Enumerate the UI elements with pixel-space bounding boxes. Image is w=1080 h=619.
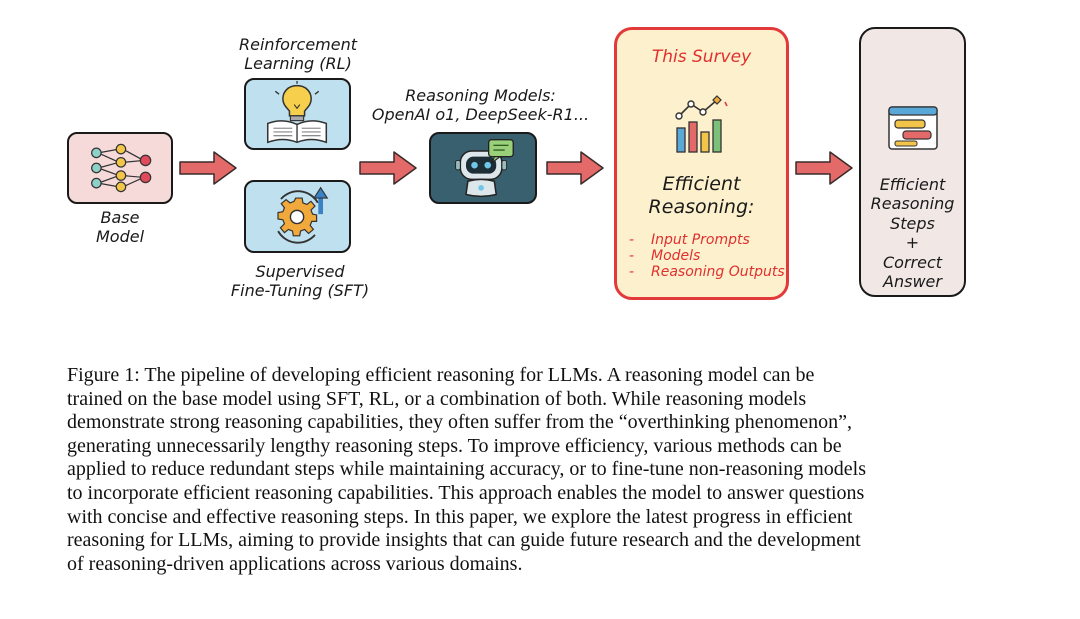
survey-title: This Survey <box>651 47 752 67</box>
base-model-box <box>67 132 173 204</box>
figure-caption: Figure 1: The pipeline of developing eff… <box>67 364 1017 576</box>
survey-item-list: -Input Prompts -Models -Reasoning Output… <box>629 232 789 280</box>
survey-item: -Reasoning Outputs <box>629 264 785 280</box>
reasoning-models-label: Reasoning Models: OpenAI o1, DeepSeek-R1… <box>371 86 590 124</box>
arrow-icon <box>546 151 604 185</box>
caption-line: demonstrate strong reasoning capabilitie… <box>67 411 852 434</box>
sft-box <box>244 180 351 253</box>
survey-item: -Models <box>629 248 701 264</box>
efficient-reasoning-label: Efficient Reasoning: <box>648 173 755 218</box>
sft-label: Supervised Fine-Tuning (SFT) <box>230 262 370 300</box>
gear-cycle-icon <box>277 186 329 244</box>
caption-line: applied to reduce redundant steps while … <box>67 458 866 481</box>
caption-line: generating unnecessarily lengthy reasoni… <box>67 434 842 457</box>
result-box: Efficient Reasoning Steps + Correct Answ… <box>859 27 966 297</box>
caption-line: of reasoning-driven applications across … <box>67 552 523 575</box>
arrow-icon <box>179 151 237 185</box>
caption-line: Figure 1: The pipeline of developing eff… <box>67 364 815 386</box>
caption-line: to incorporate efficient reasoning capab… <box>67 481 865 504</box>
lightbulb-book-icon <box>266 80 328 144</box>
caption-line: with concise and effective reasoning ste… <box>67 505 853 528</box>
result-label: Efficient Reasoning Steps + Correct Answ… <box>870 175 955 292</box>
survey-item: -Input Prompts <box>629 232 750 248</box>
chart-growth-icon <box>675 95 728 153</box>
survey-box: This Survey Efficient Reasoning: -Input … <box>614 27 789 300</box>
caption-line: trained on the base model using SFT, RL,… <box>67 387 807 410</box>
chat-window-icon <box>888 106 938 150</box>
arrow-icon <box>795 151 853 185</box>
rl-box <box>244 78 351 150</box>
neural-network-icon <box>91 143 152 193</box>
caption-line: reasoning for LLMs, aiming to provide in… <box>67 529 861 552</box>
base-model-label: Base Model <box>95 208 145 246</box>
robot-chat-icon <box>455 139 514 198</box>
reasoning-model-box <box>429 132 537 204</box>
rl-label: Reinforcement Learning (RL) <box>238 35 358 73</box>
arrow-icon <box>359 151 417 185</box>
